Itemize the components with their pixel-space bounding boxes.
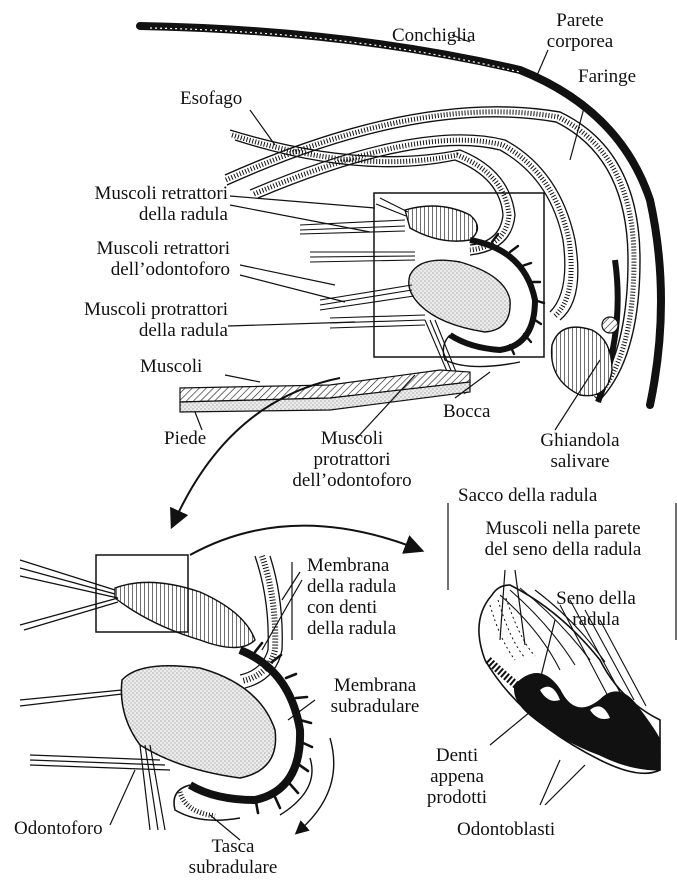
label-denti-appena-prodotti-line2: appena (415, 766, 499, 787)
label-membrana-radula-line4: della radula (307, 618, 396, 639)
label-muscoli-retrattori-odontoforo: Muscoli retrattori dell’odontoforo (0, 238, 230, 280)
label-muscoli-retrattori-radula-line1: Muscoli retrattori (0, 183, 228, 204)
label-muscoli-retrattori-odontoforo-line1: Muscoli retrattori (0, 238, 230, 259)
label-tasca-subradulare: Tasca subradulare (168, 836, 298, 878)
label-membrana-radula: Membrana della radula con denti della ra… (307, 555, 396, 639)
label-membrana-subradulare: Membrana subradulare (305, 675, 445, 717)
label-muscoli-retrattori-odontoforo-line2: dell’odontoforo (0, 259, 230, 280)
label-muscoli-parete-seno-line1: Muscoli nella parete (452, 518, 674, 539)
label-ghiandola-salivare-line2: salivare (525, 451, 635, 472)
label-membrana-subradulare-line2: subradulare (305, 696, 445, 717)
odontophore-bottom (121, 666, 275, 778)
label-denti-appena-prodotti: Denti appena prodotti (415, 745, 499, 808)
label-muscoli-protrattori-radula-line2: della radula (0, 320, 228, 341)
label-muscoli-protrattori-radula: Muscoli protrattori della radula (0, 299, 228, 341)
label-seno-della-radula-line1: Seno della (540, 588, 652, 609)
salivary-gland (552, 327, 612, 396)
label-conchiglia: Conchiglia (392, 25, 475, 46)
label-piede: Piede (164, 428, 206, 449)
label-sacco-della-radula: Sacco della radula (458, 485, 597, 506)
label-odontoblasti: Odontoblasti (457, 819, 555, 840)
label-seno-della-radula: Seno della radula (540, 588, 652, 630)
label-parete-corporea: Parete corporea (530, 10, 630, 52)
label-bocca: Bocca (443, 401, 490, 422)
label-membrana-subradulare-line1: Membrana (305, 675, 445, 696)
label-membrana-radula-line2: della radula (307, 576, 396, 597)
label-esofago: Esofago (180, 88, 242, 109)
label-tasca-subradulare-line1: Tasca (168, 836, 298, 857)
label-faringe: Faringe (578, 66, 636, 87)
label-tasca-subradulare-line2: subradulare (168, 857, 298, 878)
label-parete-corporea-line2: corporea (530, 31, 630, 52)
label-muscoli-parete-seno-line2: del seno della radula (452, 539, 674, 560)
label-odontoforo: Odontoforo (14, 818, 103, 839)
label-muscoli-protrattori-odontoforo: Muscoli protrattori dell’odontoforo (272, 428, 432, 491)
label-muscoli-protrattori-odontoforo-line3: dell’odontoforo (272, 470, 432, 491)
label-denti-appena-prodotti-line3: prodotti (415, 787, 499, 808)
label-muscoli-retrattori-radula-line2: della radula (0, 204, 228, 225)
label-membrana-radula-line3: con denti (307, 597, 396, 618)
odontophore-top (409, 260, 510, 332)
label-seno-della-radula-line2: radula (540, 609, 652, 630)
radula-sac-top (405, 206, 478, 241)
label-membrana-radula-line1: Membrana (307, 555, 396, 576)
label-ghiandola-salivare-line1: Ghiandola (525, 430, 635, 451)
label-ghiandola-salivare: Ghiandola salivare (525, 430, 635, 472)
label-muscoli-protrattori-odontoforo-line1: Muscoli (272, 428, 432, 449)
label-denti-appena-prodotti-line1: Denti (415, 745, 499, 766)
label-muscoli-protrattori-odontoforo-line2: protrattori (272, 449, 432, 470)
label-muscoli-protrattori-radula-line1: Muscoli protrattori (0, 299, 228, 320)
label-muscoli-parete-seno: Muscoli nella parete del seno della radu… (452, 518, 674, 560)
label-parete-corporea-line1: Parete (530, 10, 630, 31)
radula-sac-bottom (115, 582, 255, 647)
label-muscoli: Muscoli (140, 356, 202, 377)
label-muscoli-retrattori-radula: Muscoli retrattori della radula (0, 183, 228, 225)
